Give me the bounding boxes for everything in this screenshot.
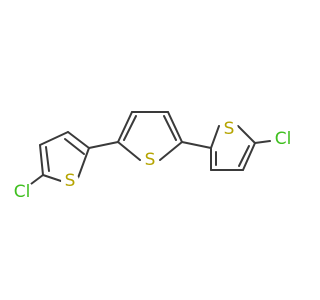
bond-right-1 [210, 125, 220, 149]
bond-mid-5 [163, 115, 177, 141]
bond-right-cl [254, 140, 271, 144]
bond-mid-4 [167, 111, 183, 143]
bond-right-2 [237, 125, 256, 144]
chlorine-left-label: Cl [14, 182, 31, 202]
molecule-diagram: S S S Cl Cl [10, 111, 295, 204]
bond-mid-7 [159, 141, 183, 161]
atom-bg-s-mid [141, 151, 159, 169]
bond-right-4 [238, 145, 250, 167]
bond-mid-1 [117, 111, 133, 143]
bond-mid-6 [117, 141, 141, 161]
bond-left-1 [67, 131, 90, 149]
bond-mid-2 [123, 115, 137, 141]
bond-connector-left [88, 141, 119, 149]
chlorine-right-label: Cl [275, 129, 292, 149]
bond-left-2 [64, 138, 85, 155]
bond-left-5 [45, 146, 50, 172]
bond-connector-right [181, 141, 212, 149]
sulfur-left-label: S [65, 171, 76, 191]
atom-bg-s-right [220, 120, 238, 138]
bond-left-cl [30, 174, 44, 185]
bond-left-6 [42, 174, 62, 182]
bond-left-7 [77, 147, 90, 179]
atom-label-layer: S S S Cl Cl [10, 119, 295, 204]
bond-left-4 [39, 144, 44, 176]
bond-layer [30, 111, 271, 185]
sulfur-middle-label: S [145, 150, 156, 170]
atom-bg-s-left [61, 172, 79, 190]
structure-canvas: S S S Cl Cl [10, 111, 295, 204]
atom-bg-cl-left [10, 180, 34, 204]
atom-bg-cl-right [271, 127, 295, 151]
sulfur-right-label: S [224, 119, 235, 139]
bond-right-3 [242, 142, 256, 171]
bond-left-3 [39, 131, 69, 146]
